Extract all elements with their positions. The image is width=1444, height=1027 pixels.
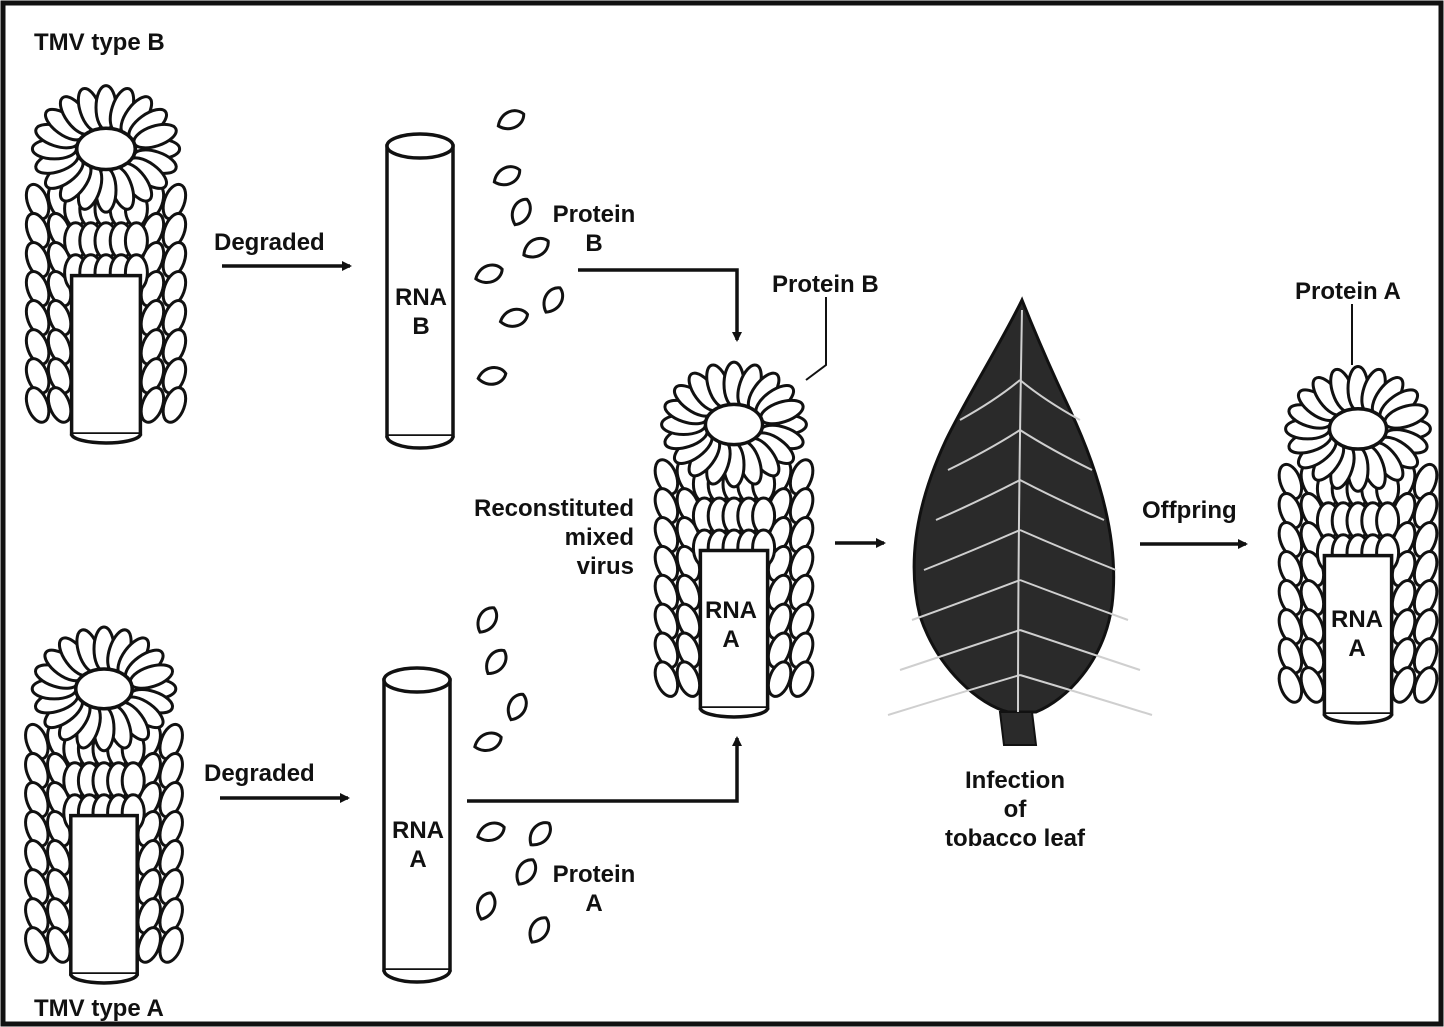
tobacco-leaf-icon bbox=[888, 300, 1152, 745]
tmv-type-a-label: TMV type A bbox=[34, 994, 164, 1023]
protein-subunit-icon bbox=[539, 284, 567, 317]
infection-label-line3: tobacco leaf bbox=[930, 824, 1100, 853]
reconstituted-mixed-virus-label: Reconstituted mixed virus bbox=[470, 494, 634, 581]
protein-subunit-icon bbox=[472, 729, 504, 754]
protein-b-loose-label-line1: Protein bbox=[548, 200, 640, 229]
protein-b-loose-label: Protein B bbox=[548, 200, 640, 258]
infection-label: Infection of tobacco leaf bbox=[930, 766, 1100, 853]
protein-a-loose-label: Protein A bbox=[548, 860, 640, 918]
infection-label-line1: Infection bbox=[930, 766, 1100, 795]
protein-b-leader-line bbox=[806, 297, 826, 380]
tmv-type-b-label: TMV type B bbox=[34, 28, 165, 57]
protein-a-loose-label-line2: A bbox=[548, 889, 640, 918]
protein-subunit-icon bbox=[508, 196, 535, 228]
reconstituted-label-line3: virus bbox=[470, 552, 634, 581]
rna-a-label-line1: RNA bbox=[387, 816, 449, 845]
protein-subunit-icon bbox=[512, 856, 540, 889]
offspring-rna-label: RNA A bbox=[1326, 605, 1388, 663]
protein-a-coat-label: Protein A bbox=[1295, 277, 1401, 306]
offspring-rna-label-line2: A bbox=[1326, 634, 1388, 663]
rna-a-to-mixed-arrow bbox=[467, 738, 737, 801]
protein-subunit-icon bbox=[525, 818, 556, 850]
protein-a-loose-label-line1: Protein bbox=[548, 860, 640, 889]
tmv-type-b-particle bbox=[22, 86, 190, 443]
rna-b-label-line1: RNA bbox=[390, 283, 452, 312]
mixed-rna-label-line2: A bbox=[700, 625, 762, 654]
protein-b-loose-label-line2: B bbox=[548, 229, 640, 258]
protein-subunit-icon bbox=[495, 107, 527, 134]
protein-subunit-icon bbox=[477, 365, 507, 386]
protein-subunit-icon bbox=[504, 691, 531, 723]
offspring-rna-label-line1: RNA bbox=[1326, 605, 1388, 634]
protein-subunit-icon bbox=[473, 890, 498, 922]
protein-subunit-icon bbox=[473, 604, 501, 637]
reconstituted-label-line1: Reconstituted bbox=[470, 494, 634, 523]
tmv-type-a-particle bbox=[21, 627, 187, 983]
reconstituted-mixed-virus-particle bbox=[651, 362, 817, 717]
protein-b-to-mixed-arrow bbox=[578, 270, 737, 340]
protein-subunit-icon bbox=[525, 914, 553, 947]
degraded-b-label: Degraded bbox=[214, 228, 325, 257]
protein-subunit-icon bbox=[491, 163, 523, 190]
offspring-virus-particle bbox=[1275, 367, 1441, 723]
protein-subunit-icon bbox=[473, 261, 505, 286]
mixed-virus-rna-label: RNA A bbox=[700, 596, 762, 654]
protein-subunit-icon bbox=[481, 646, 511, 678]
mixed-rna-label-line1: RNA bbox=[700, 596, 762, 625]
protein-b-coat-label: Protein B bbox=[772, 270, 879, 299]
rna-b-label-line2: B bbox=[390, 312, 452, 341]
rna-a-label-line2: A bbox=[387, 845, 449, 874]
protein-subunit-icon bbox=[498, 306, 529, 329]
reconstituted-label-line2: mixed bbox=[470, 523, 634, 552]
rna-b-label: RNA B bbox=[390, 283, 452, 341]
offspring-label: Offpring bbox=[1142, 496, 1237, 525]
degraded-a-label: Degraded bbox=[204, 759, 315, 788]
infection-label-line2: of bbox=[930, 795, 1100, 824]
rna-a-label: RNA A bbox=[387, 816, 449, 874]
protein-a-subunits bbox=[472, 604, 555, 947]
protein-subunit-icon bbox=[475, 819, 507, 844]
